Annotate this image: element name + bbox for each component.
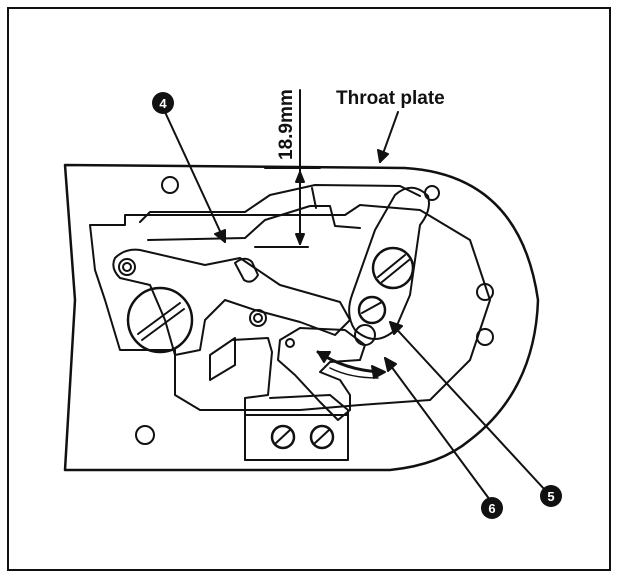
throat-plate-leader-arrow xyxy=(377,149,389,163)
callout-5: 5 xyxy=(540,485,562,507)
callout-5-number: 5 xyxy=(547,489,554,504)
callout-6-arrow xyxy=(384,357,397,372)
dimension-arrow-up xyxy=(295,171,305,183)
plate-hole xyxy=(476,328,494,346)
screw-slot xyxy=(137,302,181,335)
callout-4-arrow xyxy=(214,229,226,243)
main-lever xyxy=(112,248,351,356)
callout-4-leader xyxy=(164,111,226,243)
screw-slot xyxy=(377,254,406,278)
screw-slot xyxy=(141,308,185,341)
screw-slot xyxy=(275,429,291,444)
screw-slot xyxy=(361,301,383,314)
plate-step xyxy=(209,337,236,381)
plate-hole xyxy=(253,313,263,323)
callout-6-number: 6 xyxy=(488,501,495,516)
block-screw-right xyxy=(309,424,335,450)
crank-screw-lower xyxy=(357,295,387,325)
diagram-frame xyxy=(7,7,611,571)
upper-rail-inner xyxy=(147,205,361,241)
throat-plate-label: Throat plate xyxy=(336,88,445,109)
plate-hole xyxy=(135,425,155,445)
callout-4-number: 4 xyxy=(159,96,167,111)
callout-4: 4 xyxy=(152,92,174,114)
lever-pivot-hole-inner xyxy=(122,262,132,272)
rail-break xyxy=(311,187,317,209)
plate-hole xyxy=(161,176,179,194)
adjustment-arrow-back xyxy=(329,367,379,379)
throat-plate-outline xyxy=(63,163,540,472)
lever-pivot-hole xyxy=(118,258,136,276)
dimension-label: 18.9mm xyxy=(276,89,297,160)
upper-rail xyxy=(139,184,421,223)
callout-6-leader xyxy=(384,357,491,501)
callout-5-arrow xyxy=(389,321,403,335)
crank-screw-upper xyxy=(371,246,415,290)
callout-5-leader xyxy=(389,321,546,491)
callout-6: 6 xyxy=(481,497,503,519)
large-screw-left xyxy=(126,286,194,354)
arrow-head xyxy=(371,365,386,379)
dimension-arrow-down xyxy=(295,233,305,245)
plate-hole xyxy=(476,283,494,301)
inner-cutout xyxy=(89,204,491,411)
screw-slot xyxy=(314,429,330,444)
screw-slot xyxy=(381,259,410,283)
lever-slot xyxy=(234,257,259,283)
bracket-arm xyxy=(277,327,366,421)
arrow-head xyxy=(317,351,331,363)
block-screw-left xyxy=(270,424,296,450)
needle-plate-block-lower xyxy=(244,414,349,461)
bracket-hole xyxy=(285,338,295,348)
